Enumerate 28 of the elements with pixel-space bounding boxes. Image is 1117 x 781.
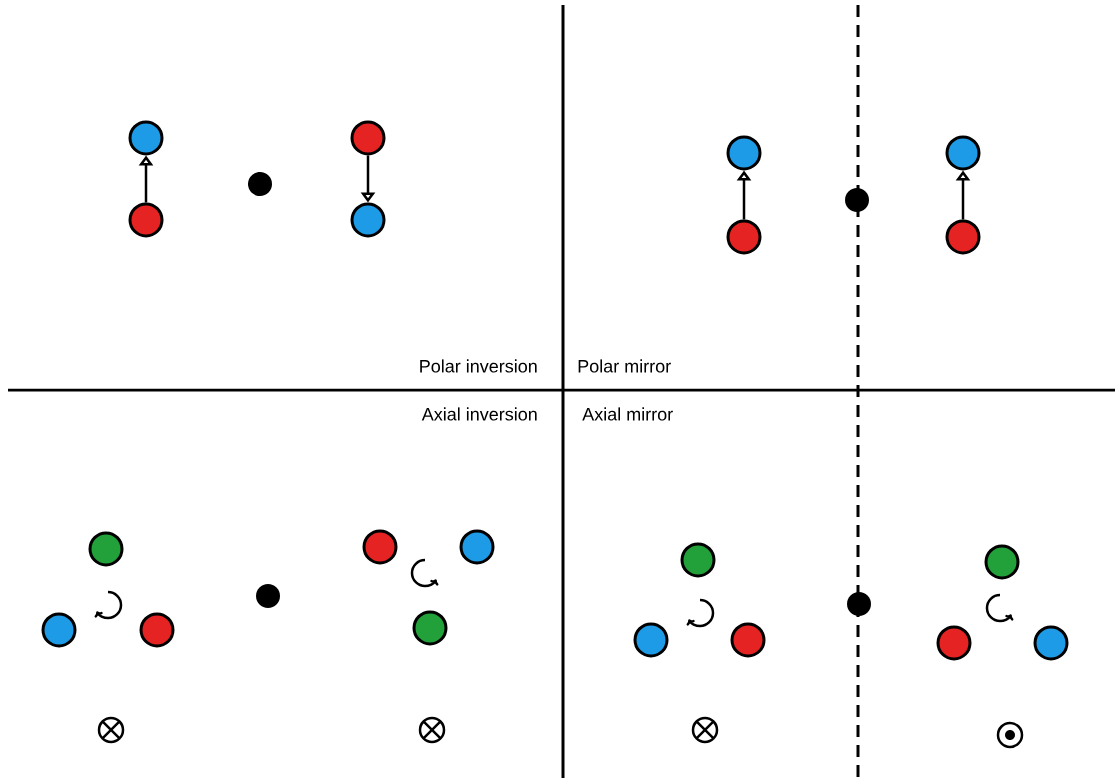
atom-ball (350, 120, 386, 156)
panel-label: Polar inversion (420, 359, 537, 373)
center-dot (847, 592, 871, 616)
atom-ball (362, 529, 398, 565)
atom-ball (350, 202, 386, 238)
atom-ball (680, 542, 716, 578)
panel-label: Polar mirror (578, 359, 671, 373)
atom-ball (984, 544, 1020, 580)
panel-label: Axial mirror (582, 407, 673, 421)
atom-ball (139, 612, 175, 648)
atom-ball (1033, 625, 1069, 661)
atom-ball (128, 202, 164, 238)
atom-ball (726, 219, 762, 255)
center-dot (256, 584, 280, 608)
atom-ball (128, 120, 164, 156)
atom-ball (730, 622, 766, 658)
atom-ball (88, 531, 124, 567)
atom-ball (459, 529, 495, 565)
atom-ball (633, 622, 669, 658)
atom-ball (41, 612, 77, 648)
panel-label: Axial inversion (421, 407, 537, 421)
atom-ball (726, 135, 762, 171)
atom-ball (945, 219, 981, 255)
atom-ball (936, 625, 972, 661)
center-dot (845, 188, 869, 212)
atom-ball (412, 610, 448, 646)
atom-ball (945, 135, 981, 171)
center-dot (248, 172, 272, 196)
